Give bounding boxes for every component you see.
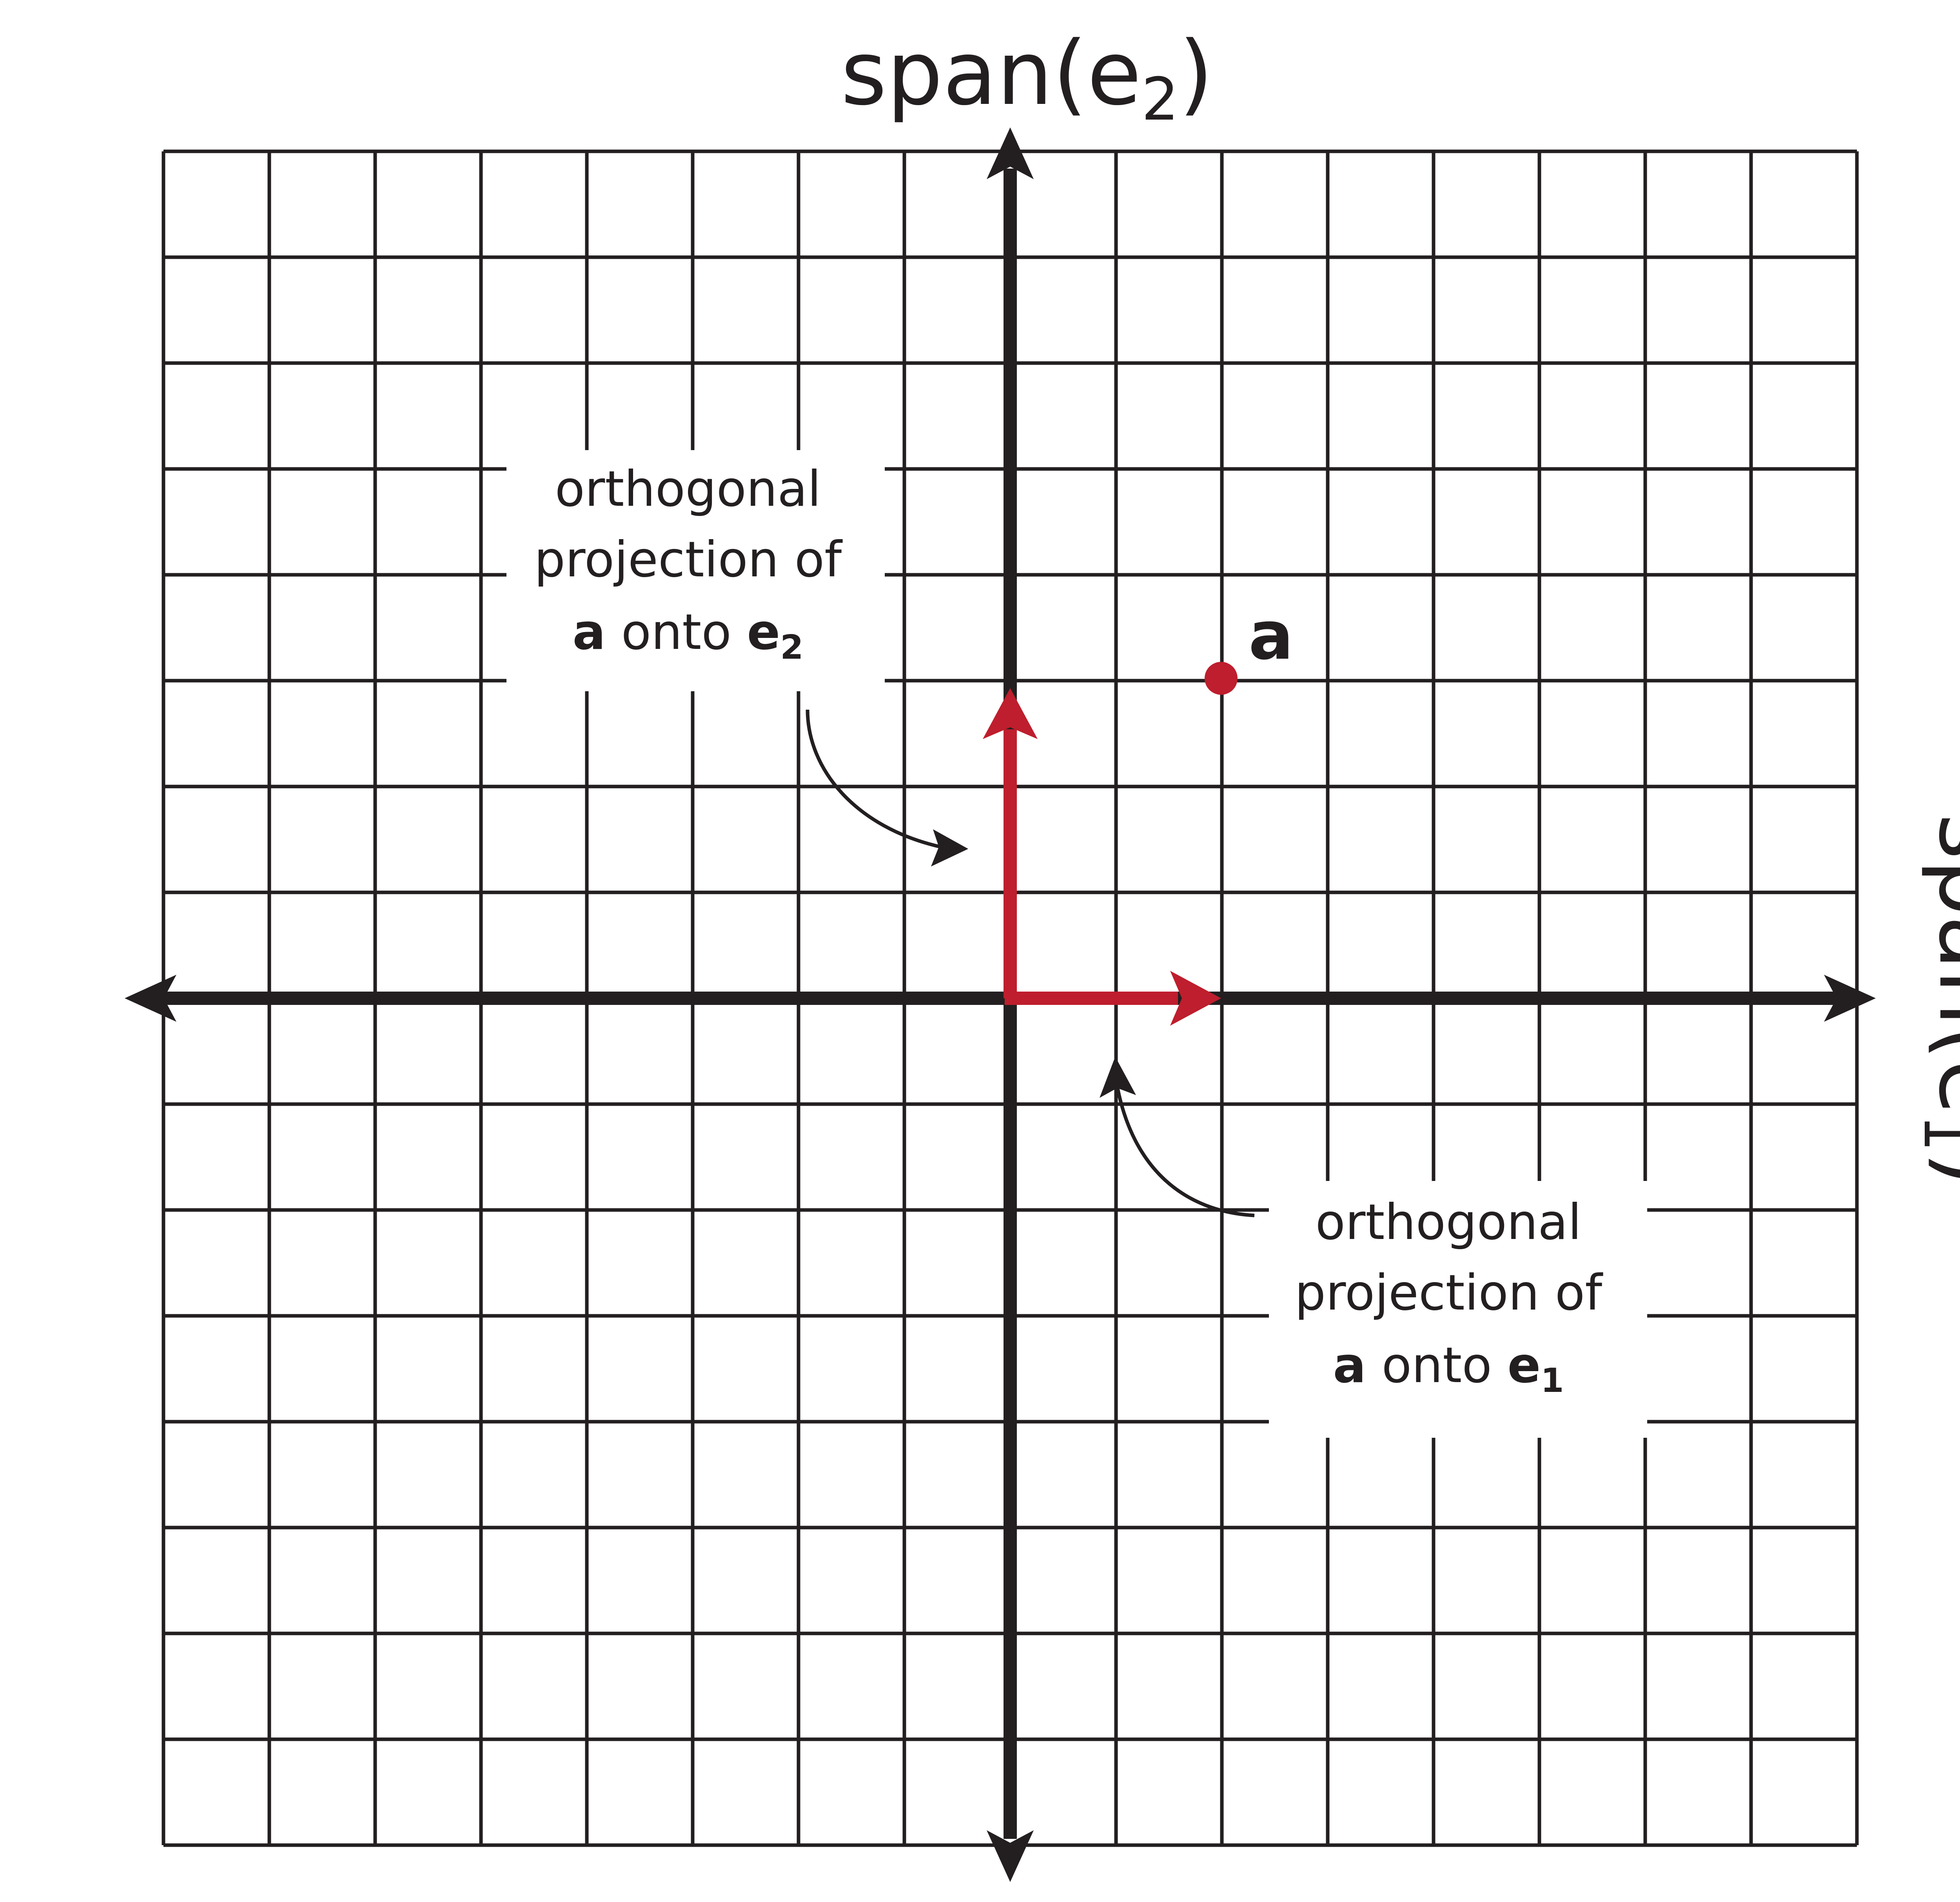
callout-e2-pointer — [806, 709, 968, 867]
callout-e2-line1: orthogonal — [555, 461, 821, 518]
callout-e1-text: orthogonal projection of a onto e1 — [1295, 1194, 1603, 1400]
projection-e2-arrowhead-icon — [983, 688, 1038, 739]
projection-vector-e1 — [1005, 971, 1221, 1026]
callout-e2-line2: projection of — [534, 531, 843, 588]
axis-arrow-up-icon — [987, 127, 1034, 179]
pointer-e1-arrowhead-icon — [1100, 1057, 1136, 1098]
vertical-axis-label: span(e2) — [841, 22, 1213, 134]
projection-vector-e2 — [983, 688, 1038, 998]
axis-arrow-down-icon — [987, 1830, 1034, 1882]
callout-e1-box — [1269, 1181, 1647, 1438]
horizontal-axis-label: span(e1) — [1911, 814, 1960, 1186]
callout-e2-text: orthogonal projection of a onto e2 — [534, 461, 843, 667]
pointer-e2-arrowhead-icon — [931, 829, 968, 867]
projection-e1-arrowhead-icon — [1170, 971, 1221, 1026]
axis-arrow-right-icon — [1824, 975, 1876, 1022]
callout-e1-line3: a onto e1 — [1333, 1337, 1564, 1400]
callout-e2-line3: a onto e2 — [573, 604, 804, 667]
point-a — [1205, 662, 1238, 695]
callout-e1-line1: orthogonal — [1316, 1194, 1582, 1251]
axis-arrow-left-icon — [125, 975, 176, 1022]
callout-e1-pointer — [1100, 1057, 1255, 1217]
point-a-label: a — [1249, 597, 1294, 675]
callout-e2-box — [506, 450, 885, 691]
callout-e1-line2: projection of — [1295, 1264, 1603, 1321]
